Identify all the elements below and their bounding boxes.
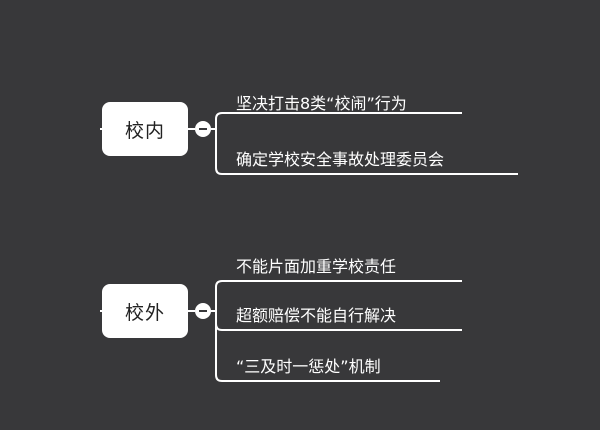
topic-node-label: 校内 — [124, 119, 165, 142]
minus-icon — [199, 128, 207, 130]
group-1-branch-item-1 — [211, 112, 462, 130]
subtopic-item[interactable]: 超额赔偿不能自行解决 — [236, 306, 397, 325]
collapse-toggle-minus-icon[interactable] — [195, 121, 211, 137]
group-2-branch-item-3 — [215, 311, 440, 382]
topic-node-school-inside[interactable]: 校内 — [102, 102, 188, 156]
subtopic-item[interactable]: 坚决打击8类“校闹”行为 — [236, 94, 407, 113]
topic-node-school-outside[interactable]: 校外 — [102, 284, 188, 338]
subtopic-item[interactable]: 确定学校安全事故处理委员会 — [236, 150, 445, 169]
subtopic-item[interactable]: “三及时一惩处”机制 — [236, 357, 381, 376]
subtopic-item[interactable]: 不能片面加重学校责任 — [236, 257, 397, 276]
minus-icon — [199, 310, 207, 312]
collapse-toggle-minus-icon[interactable] — [195, 303, 211, 319]
topic-node-label: 校外 — [124, 301, 165, 324]
group-1-branch-item-2 — [215, 129, 518, 175]
group-2-branch-item-1 — [211, 280, 462, 312]
